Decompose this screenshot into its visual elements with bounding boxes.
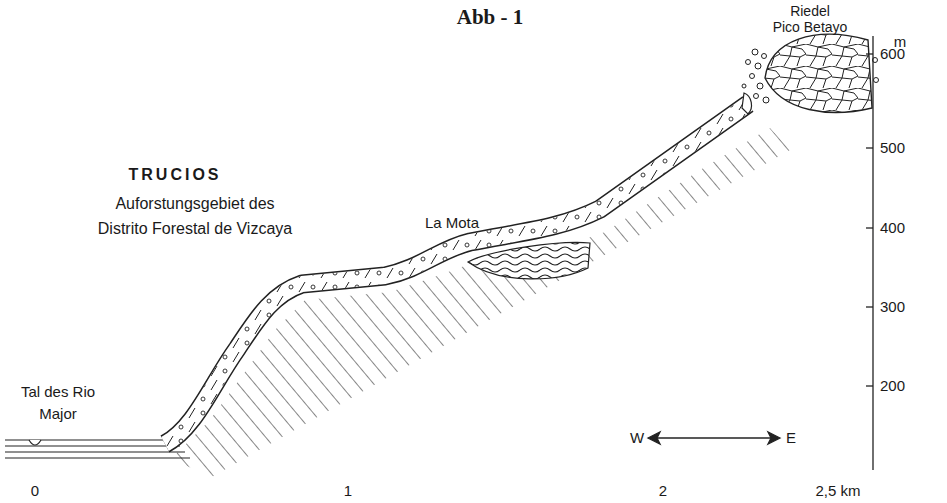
valley-label: Major <box>39 406 77 423</box>
direction-label: W <box>630 430 644 447</box>
cover-layer <box>165 93 751 444</box>
betayo-dome <box>742 34 879 112</box>
axis-value: 200 <box>880 378 905 395</box>
axis-value: 600 <box>880 46 905 63</box>
distance-value: 2,5 km <box>815 483 860 500</box>
hill-label: La Mota <box>425 215 479 232</box>
height-axis <box>866 36 873 470</box>
summit-label: Riedel <box>790 4 830 19</box>
summit-label: Pico Betayo <box>773 20 848 35</box>
area-label: Auforstungsgebiet des <box>115 195 274 213</box>
axis-value: 400 <box>880 220 905 237</box>
distance-value: 0 <box>31 483 39 500</box>
river <box>29 440 41 445</box>
axis-value: 300 <box>880 299 905 316</box>
axis-value: 500 <box>880 140 905 157</box>
valley-strata <box>5 440 190 458</box>
distance-value: 1 <box>344 483 352 500</box>
figure-number: Abb - 1 <box>457 6 524 29</box>
direction-label: E <box>786 430 796 447</box>
distance-value: 2 <box>659 483 667 500</box>
area-label: Distrito Forestal de Vizcaya <box>98 220 292 238</box>
place-title: TRUCIOS <box>129 166 222 184</box>
direction-arrow <box>648 432 780 444</box>
valley-label: Tal des Rio <box>21 384 95 401</box>
